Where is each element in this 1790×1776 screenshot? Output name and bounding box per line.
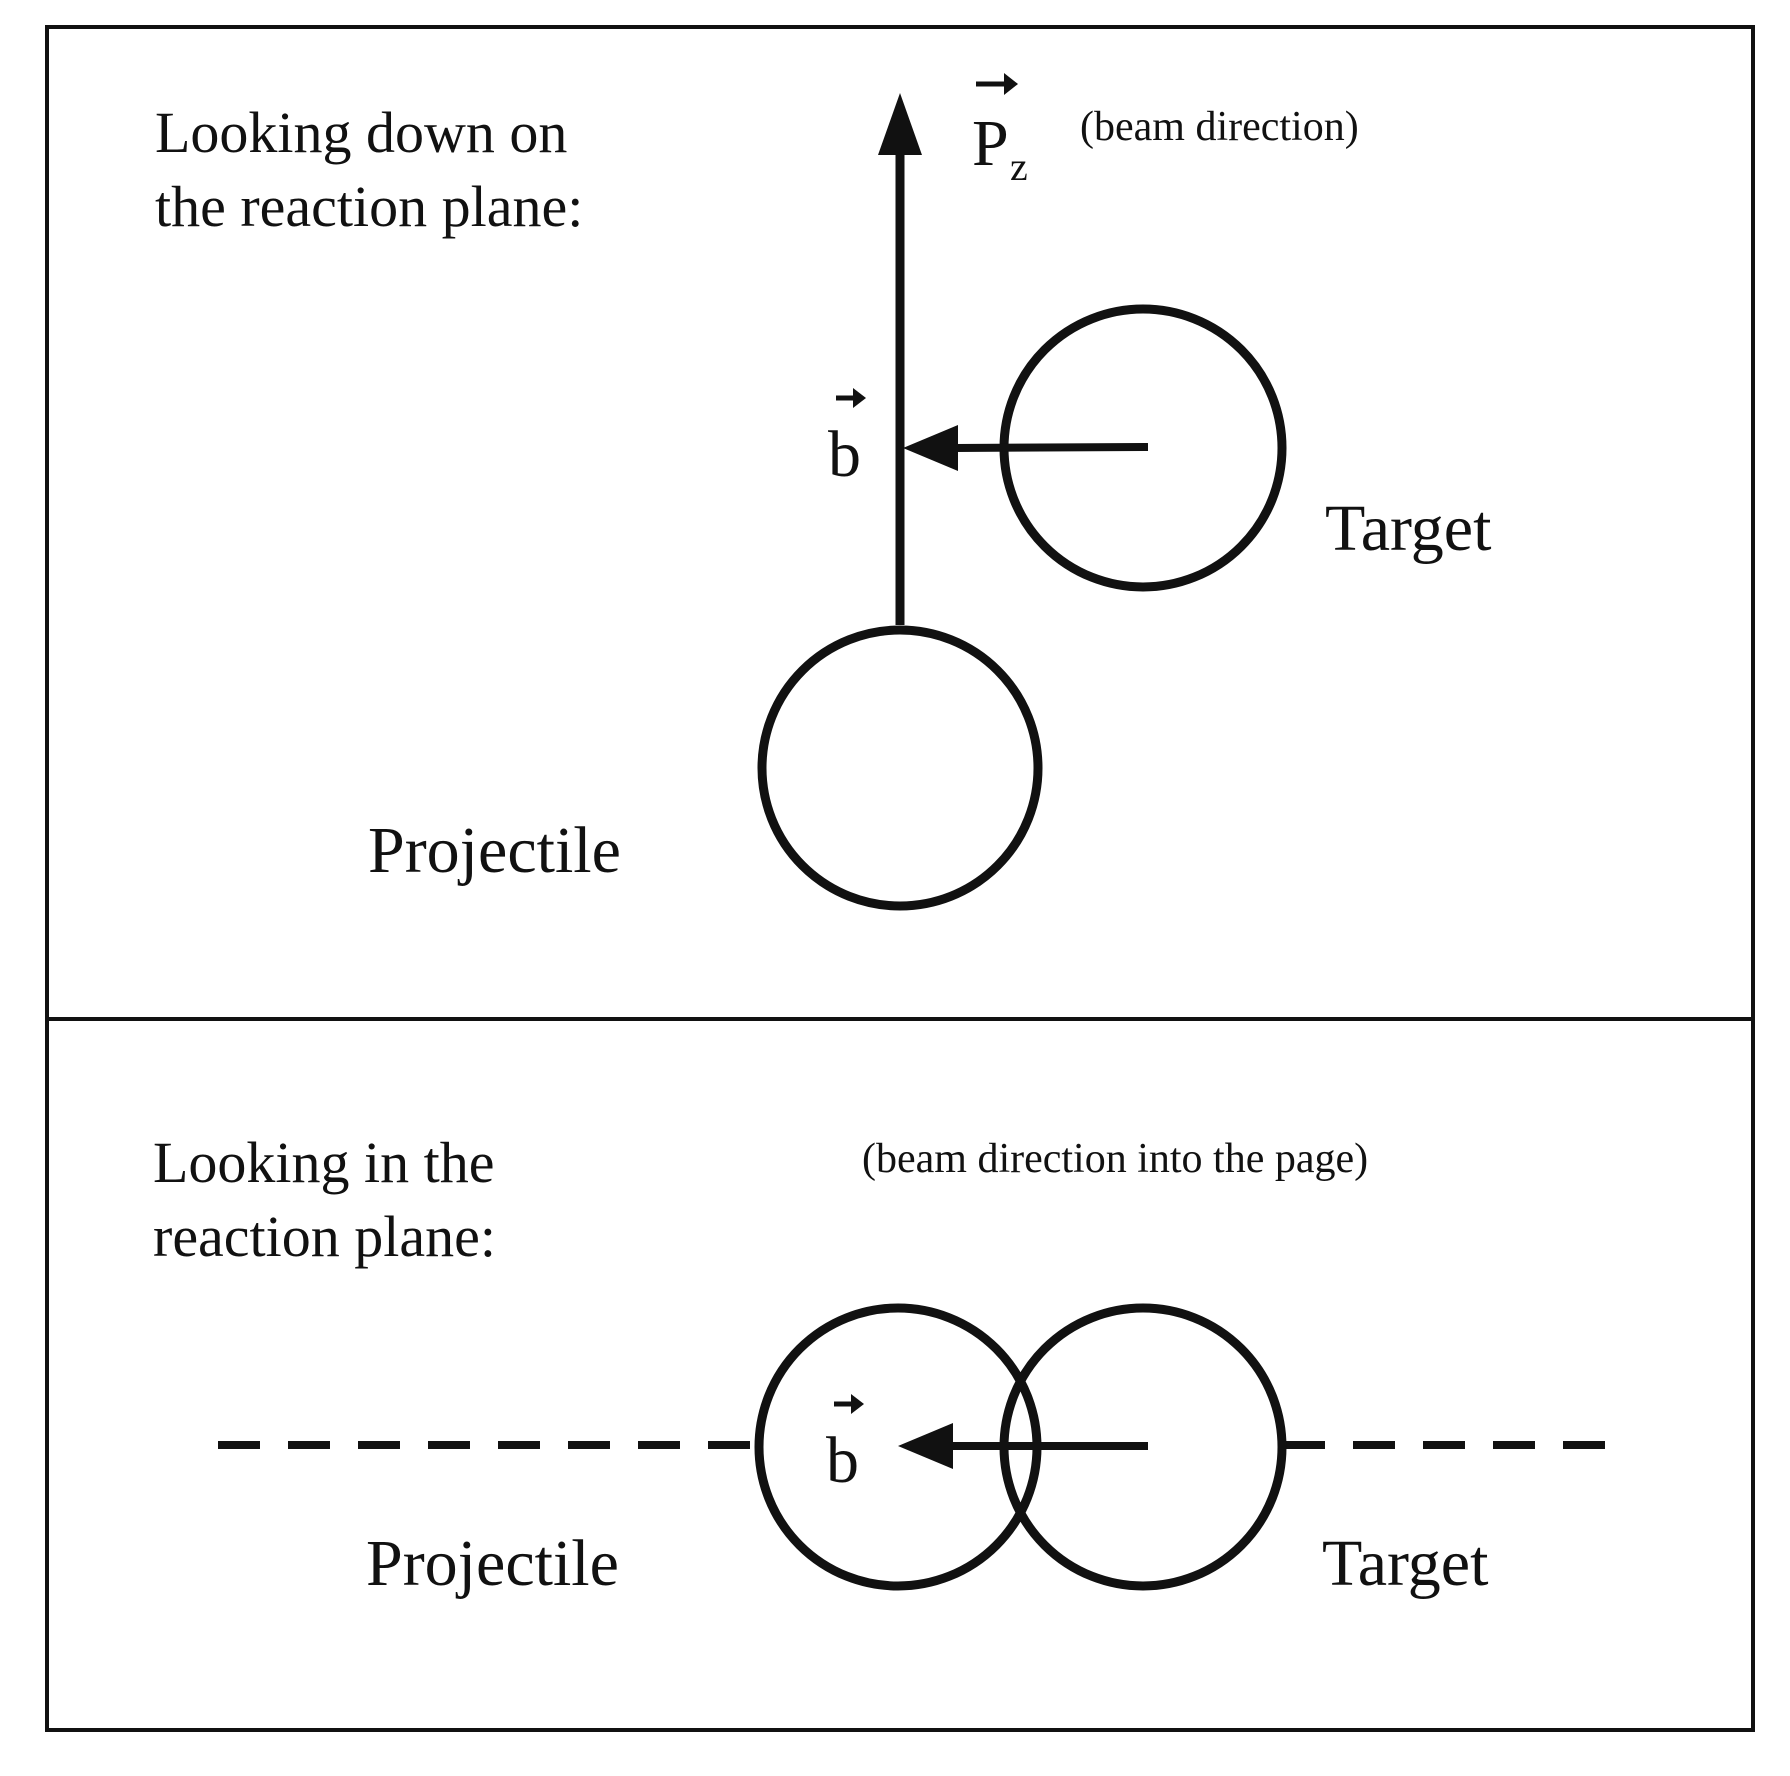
momentum-subscript: z [1010, 144, 1028, 189]
top-caption-line2: the reaction plane: [155, 174, 583, 239]
bottom-b-symbol: b [826, 1424, 859, 1497]
top-caption-line1: Looking down on [155, 100, 567, 165]
top-b-symbol: b [828, 418, 861, 491]
bottom-impact-parameter-label: b [826, 1394, 864, 1497]
bottom-caption-line1: Looking in the [153, 1130, 495, 1195]
bottom-caption-line2: reaction plane: [153, 1204, 496, 1269]
bottom-b-arrow-tip [851, 1394, 864, 1414]
top-target-label: Target [1325, 492, 1491, 565]
top-projectile-label: Projectile [368, 814, 621, 887]
top-panel: Looking down on the reaction plane: P z … [155, 73, 1491, 911]
beam-axis-arrowhead [878, 93, 922, 155]
bottom-target-label: Target [1322, 1527, 1488, 1600]
bottom-projectile-label: Projectile [366, 1527, 619, 1600]
top-impact-parameter-label: b [828, 388, 866, 491]
bottom-beam-note: (beam direction into the page) [862, 1136, 1368, 1182]
top-impact-parameter-arrowhead [903, 425, 958, 471]
top-b-arrow-tip [853, 388, 866, 408]
top-projectile-circle [757, 625, 1043, 911]
momentum-symbol: P [972, 107, 1009, 180]
outer-frame [45, 25, 1755, 1732]
bottom-impact-parameter-arrowhead [898, 1423, 953, 1469]
bottom-panel: Looking in the reaction plane: (beam dir… [153, 1130, 1613, 1600]
top-beam-note: (beam direction) [1080, 104, 1359, 150]
momentum-vector-label: P z [972, 73, 1028, 189]
momentum-vector-arrow-tip [1004, 73, 1018, 95]
top-impact-parameter-line [954, 443, 1149, 452]
